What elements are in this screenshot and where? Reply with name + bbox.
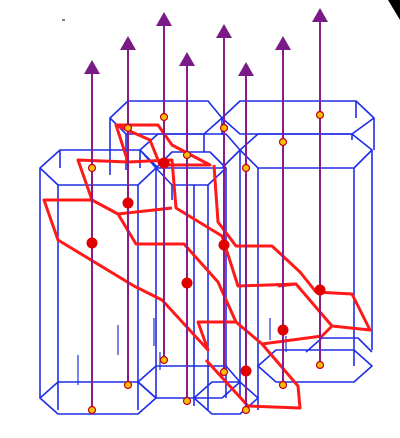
vector-arrow-5 xyxy=(216,24,232,375)
hexagonal-prism-group xyxy=(39,100,375,415)
bottom-node xyxy=(219,367,229,377)
prism-bottom-right xyxy=(257,349,373,383)
bottom-node xyxy=(159,355,169,365)
prism-bottom-back-right xyxy=(305,337,373,353)
prism-bottom-mid xyxy=(137,365,241,399)
slice-node xyxy=(181,277,193,289)
bottom-node xyxy=(123,380,133,390)
arrowhead-icon xyxy=(120,36,136,50)
vector-arrow-6 xyxy=(238,62,254,410)
slice-node xyxy=(122,197,134,209)
slice-node xyxy=(240,365,252,377)
arrowhead-icon xyxy=(84,60,100,74)
slice-node xyxy=(314,284,326,296)
bottom-node xyxy=(278,380,288,390)
bottom-node xyxy=(315,360,325,370)
bottom-node xyxy=(87,405,97,415)
bottom-node xyxy=(182,396,192,406)
arrowhead-icon xyxy=(156,12,172,26)
top-node xyxy=(123,123,133,133)
slice-node xyxy=(218,239,230,251)
vector-arrow-3 xyxy=(156,12,172,360)
slice-node xyxy=(86,237,98,249)
top-node xyxy=(219,123,229,133)
top-node xyxy=(159,112,169,122)
arrowhead-icon xyxy=(312,8,328,22)
vector-arrow-4 xyxy=(179,52,195,402)
bottom-node xyxy=(241,405,251,415)
vector-arrow-2 xyxy=(120,36,136,385)
slice-node xyxy=(158,157,170,169)
vector-arrow-1 xyxy=(84,60,100,410)
arrowhead-icon xyxy=(275,36,291,50)
top-node xyxy=(241,163,251,173)
slice-node xyxy=(277,324,289,336)
arrowhead-icon xyxy=(238,62,254,76)
vector-arrow-8 xyxy=(312,8,328,365)
slice-outline xyxy=(42,123,372,410)
top-node xyxy=(315,110,325,120)
prism-top-mid-left xyxy=(39,149,157,186)
oblique-slice-group xyxy=(42,123,372,410)
prism-edges-vertical xyxy=(39,101,375,410)
top-node xyxy=(87,163,97,173)
corner-mark xyxy=(388,0,400,20)
top-node xyxy=(182,150,192,160)
node-group xyxy=(86,110,326,415)
arrowhead-icon xyxy=(179,52,195,66)
top-node xyxy=(278,137,288,147)
prism-bottom-center xyxy=(193,381,259,415)
prism-top-back-right xyxy=(221,100,375,135)
arrowhead-icon xyxy=(216,24,232,38)
